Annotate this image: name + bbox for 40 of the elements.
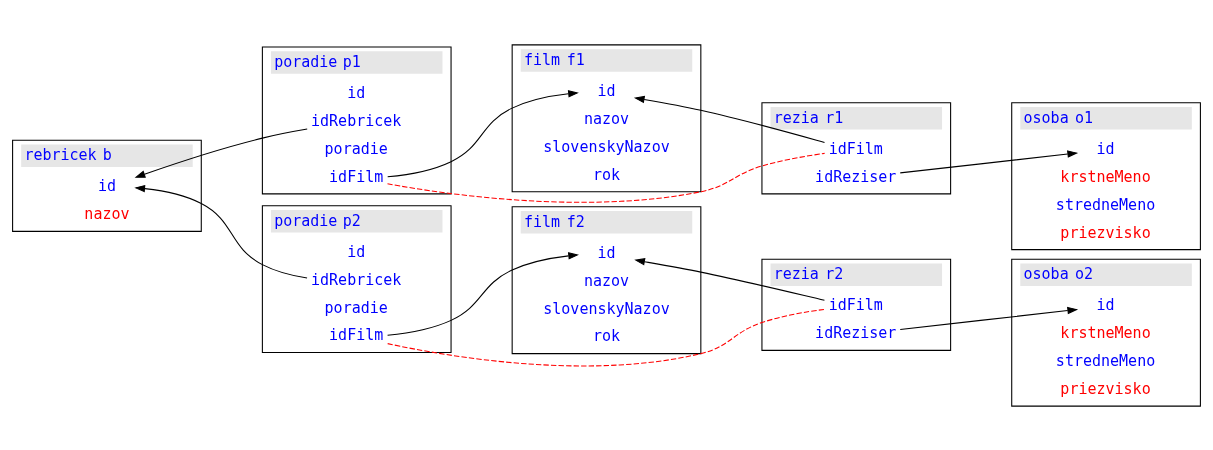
node-text: idRebricek	[311, 270, 402, 289]
node-text: poradie	[324, 298, 388, 317]
arrow	[634, 257, 825, 301]
node-text: idReziser	[815, 323, 897, 342]
arrow	[387, 251, 579, 336]
node-text: id	[347, 242, 366, 261]
node-text: nazov	[583, 109, 630, 128]
node-text: idRebricek	[311, 111, 402, 130]
node-text: nazov	[84, 204, 130, 223]
node-text: priezvisko	[1060, 223, 1151, 242]
arrow	[134, 184, 308, 279]
node-text: rok	[592, 165, 621, 184]
node-text: nazov	[583, 271, 630, 290]
arrow	[134, 128, 308, 178]
node-text: id	[597, 81, 616, 100]
node-text: id	[347, 83, 366, 102]
node-text: id	[1096, 139, 1115, 158]
node-text: idReziser	[815, 167, 897, 186]
node-text: poradie	[324, 139, 388, 158]
node-text: slovenskyNazov	[543, 299, 670, 318]
node-text: stredneMeno	[1055, 195, 1156, 214]
node-text: stredneMeno	[1055, 351, 1156, 370]
node-text: rok	[592, 326, 621, 345]
node-text: krstneMeno	[1060, 323, 1151, 342]
node-text: id	[97, 176, 116, 195]
arrow	[899, 149, 1079, 173]
node-text: idFilm	[329, 167, 384, 186]
arrow	[387, 89, 579, 177]
node-text: idFilm	[828, 139, 883, 158]
node-text: id	[597, 243, 616, 262]
node-text: idFilm	[329, 325, 384, 344]
node-text: krstneMeno	[1060, 167, 1151, 186]
node-text: id	[1096, 295, 1115, 314]
connector	[386, 152, 826, 203]
arrow	[633, 95, 826, 143]
connector	[387, 308, 825, 366]
arrow	[899, 306, 1079, 330]
node-text: priezvisko	[1060, 379, 1151, 398]
node-text: slovenskyNazov	[543, 137, 670, 156]
node-text: idFilm	[828, 295, 883, 314]
